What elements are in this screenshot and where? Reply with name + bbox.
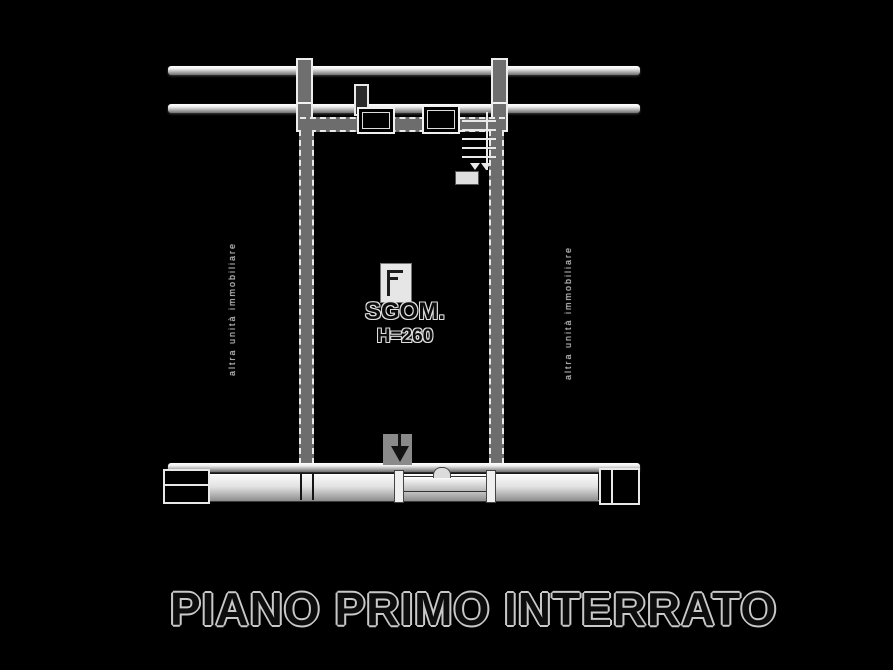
- stair-landing: [455, 171, 479, 185]
- stair-down-arrow-icon: [470, 163, 480, 170]
- room-symbol: [380, 263, 412, 303]
- wall-bottom-line: [168, 463, 640, 472]
- room-wall-left: [299, 130, 314, 464]
- pillar-right: [491, 58, 508, 132]
- left-vertical-annotation: altra unità immobiliare: [227, 241, 237, 376]
- stair-down-arrow-icon: [481, 163, 491, 170]
- stair-tread: [462, 120, 496, 122]
- room-label: SGOM.: [364, 298, 445, 325]
- down-arrow-icon: [391, 446, 409, 462]
- window-2: [422, 105, 460, 134]
- page-title: PIANO PRIMO INTERRATO: [170, 583, 778, 635]
- door-leaf: [402, 476, 489, 492]
- stair-rail: [486, 112, 488, 170]
- right-vertical-annotation: altra unità immobiliare: [563, 245, 573, 380]
- wall-joint: [300, 474, 302, 500]
- wall-top-outer: [168, 66, 640, 75]
- wall-end-cap-right: [599, 468, 640, 505]
- room-wall-right: [489, 130, 504, 464]
- entrance-arrow-stem: [398, 433, 401, 448]
- wall-end-cap-left: [163, 469, 210, 504]
- stair-tread: [462, 147, 496, 149]
- door-jamb-left: [394, 470, 404, 503]
- room-height-note: H=260: [376, 326, 434, 347]
- door-jamb-right: [486, 470, 496, 503]
- door-handle-icon: [433, 467, 451, 478]
- stair-tread: [462, 129, 496, 131]
- wall-top-inner: [168, 104, 640, 113]
- stair-tread: [462, 138, 496, 140]
- stair-tread: [462, 156, 496, 158]
- window-1: [357, 107, 395, 134]
- wall-joint: [312, 474, 314, 500]
